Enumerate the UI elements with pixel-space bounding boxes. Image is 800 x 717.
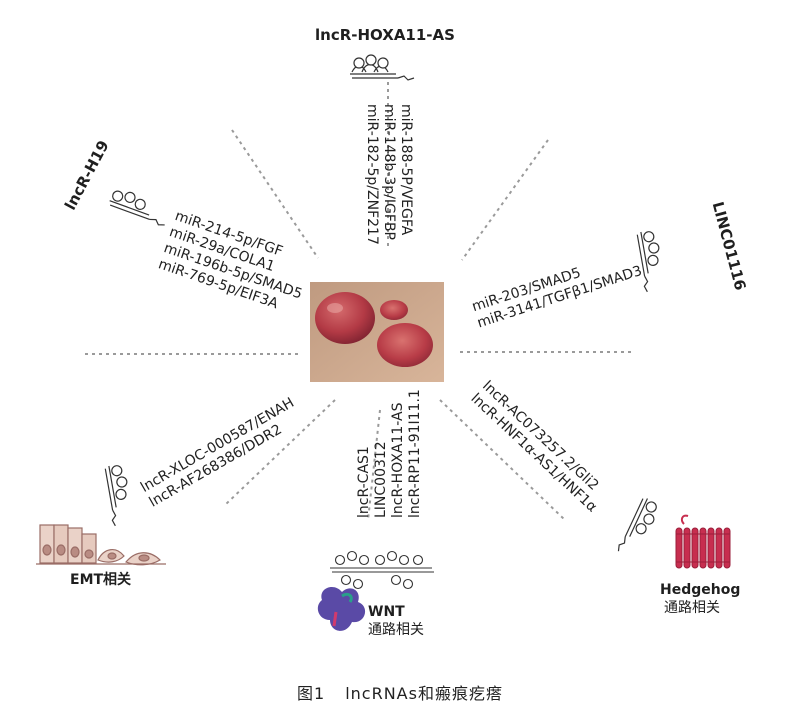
emt-label: EMT相关 [70,572,132,588]
rna-icon-top [350,54,415,81]
bottom-lncrna-line: lncR-HOXA11-AS [390,402,406,518]
spoke-bottom-left [224,399,336,506]
wnt-label: 通路相关 [368,622,424,638]
top-mirna-group: miR-188-5P/VEGFA miR-148b-3p/IGFBP miR-1… [363,104,414,245]
rna-icon-top-right [636,231,660,293]
figure-number: 图1 [297,684,326,703]
rna-icon-bottom-right [617,498,657,552]
hedgehog-label-bold: Hedgehog [660,582,741,598]
bottom-lncrna-line: lncR-CAS1 [356,446,372,518]
wnt-protein-icon [317,586,366,631]
spoke-bottom-right [439,399,566,521]
figure-caption: 图1 lncRNAs和瘢痕疙瘩 [0,680,800,704]
wnt-label-bold: WNT [368,604,405,620]
spoke-lines [85,82,632,521]
hedgehog-label: 通路相关 [664,600,720,616]
rna-icon-bottom-left [104,465,128,527]
bottom-lncrna-line: LINC00312 [373,441,389,518]
spoke-top-left [231,129,319,259]
spoke-bottom [367,409,381,521]
top-mirna-line: miR-188-5P/VEGFA [398,104,414,236]
rna-cluster-icon-bottom [330,550,434,590]
rna-icon-top-left [109,190,165,226]
top-mirna-line: miR-182-5p/ZNF217 [364,104,380,245]
spoke-top-right [461,139,549,261]
bottom-lncrna-group: lncR-CAS1 LINC00312 lncR-HOXA11-AS lncR-… [356,389,424,518]
hedgehog-receptor-icon [675,514,731,569]
top-mirna-line: miR-148b-3p/IGFBP [381,104,397,240]
bottom-lncrna-line: lncR-RP11-91I11.1 [407,389,423,518]
emt-cells-icon [36,524,166,566]
top-lncrna-title: lncR-HOXA11-AS [315,26,455,44]
figure-caption-text: lncRNAs和瘢痕疙瘩 [345,684,503,703]
keloid-photo [310,282,444,382]
